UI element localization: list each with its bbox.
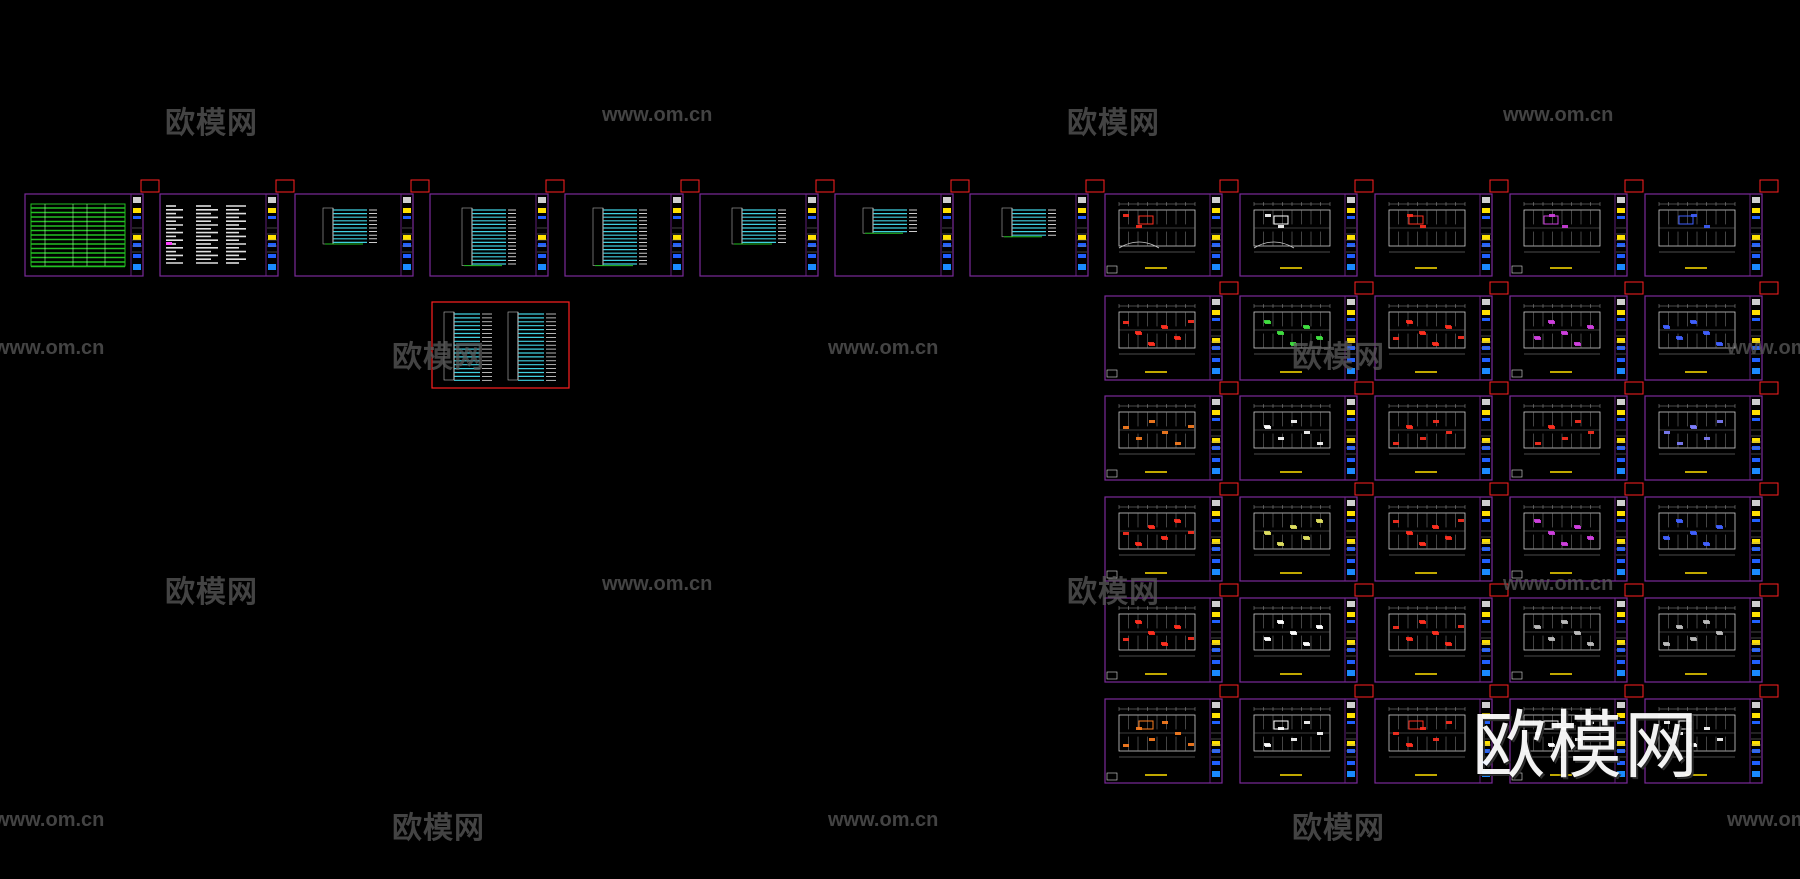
watermark-brand: 欧模网	[1067, 575, 1160, 610]
watermark-url: www.om.cn	[1727, 337, 1800, 359]
watermark-brand: 欧模网	[1067, 106, 1160, 141]
floor-plan-sheet[interactable]	[1644, 381, 1779, 481]
drawing-sheet[interactable]	[429, 179, 565, 277]
watermark-url: www.om.cn	[828, 809, 939, 831]
floor-plan-sheet[interactable]	[1239, 179, 1374, 277]
floor-plan-sheet[interactable]	[1644, 179, 1779, 277]
watermark-url: www.om.cn	[1503, 573, 1614, 595]
floor-plan-sheet[interactable]	[1509, 482, 1644, 582]
floor-plan-sheet[interactable]	[1239, 482, 1374, 582]
watermark-brand: 欧模网	[165, 106, 258, 141]
floor-plan-sheet[interactable]	[1104, 381, 1239, 481]
drawing-sheet-extra[interactable]	[431, 301, 570, 389]
watermark-brand: 欧模网	[392, 340, 485, 375]
floor-plan-sheet[interactable]	[1509, 179, 1644, 277]
watermark-url: www.om.cn	[1727, 809, 1800, 831]
watermark-url: www.om.cn	[602, 573, 713, 595]
floor-plan-sheet[interactable]	[1509, 583, 1644, 683]
floor-plan-sheet[interactable]	[1104, 583, 1239, 683]
floor-plan-sheet[interactable]	[1239, 583, 1374, 683]
floor-plan-sheet[interactable]	[1374, 179, 1509, 277]
floor-plan-sheet[interactable]	[1374, 381, 1509, 481]
watermark-brand: 欧模网	[1292, 340, 1385, 375]
floor-plan-sheet[interactable]	[1239, 684, 1374, 784]
floor-plan-sheet[interactable]	[1509, 381, 1644, 481]
drawing-sheet[interactable]	[699, 179, 835, 277]
floor-plan-sheet[interactable]	[1374, 684, 1509, 784]
watermark-brand: 欧模网	[165, 575, 258, 610]
watermark-url: www.om.cn	[0, 809, 105, 831]
floor-plan-sheet[interactable]	[1374, 583, 1509, 683]
floor-plan-sheet[interactable]	[1239, 381, 1374, 481]
floor-plan-sheet[interactable]	[1374, 482, 1509, 582]
floor-plan-sheet[interactable]	[1374, 281, 1509, 381]
drawing-sheet[interactable]	[969, 179, 1105, 277]
floor-plan-sheet[interactable]	[1239, 281, 1374, 381]
watermark-brand: 欧模网	[1292, 811, 1385, 846]
floor-plan-sheet[interactable]	[1509, 684, 1644, 784]
floor-plan-sheet[interactable]	[1509, 281, 1644, 381]
floor-plan-sheet[interactable]	[1644, 281, 1779, 381]
floor-plan-sheet[interactable]	[1644, 684, 1779, 784]
drawing-sheet[interactable]	[159, 179, 295, 277]
floor-plan-sheet[interactable]	[1104, 482, 1239, 582]
watermark-url: www.om.cn	[602, 104, 713, 126]
floor-plan-sheet[interactable]	[1104, 684, 1239, 784]
watermark-url: www.om.cn	[1503, 104, 1614, 126]
drawing-sheet[interactable]	[834, 179, 970, 277]
watermark-url: www.om.cn	[828, 337, 939, 359]
watermark-brand-large: 欧模网	[1472, 703, 1700, 789]
floor-plan-sheet[interactable]	[1644, 482, 1779, 582]
floor-plan-sheet[interactable]	[1644, 583, 1779, 683]
drawing-sheet[interactable]	[24, 179, 160, 277]
watermark-brand: 欧模网	[392, 811, 485, 846]
floor-plan-sheet[interactable]	[1104, 179, 1239, 277]
watermark-url: www.om.cn	[0, 337, 105, 359]
drawing-sheet[interactable]	[564, 179, 700, 277]
drawing-sheet[interactable]	[294, 179, 430, 277]
floor-plan-sheet[interactable]	[1104, 281, 1239, 381]
